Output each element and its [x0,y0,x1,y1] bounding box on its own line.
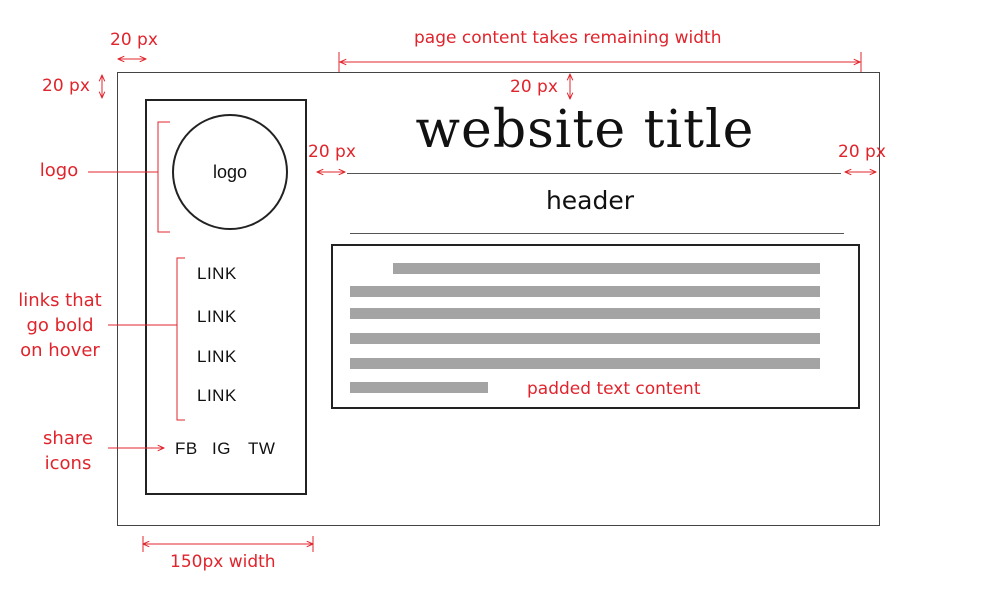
share-note-line-1: share [43,428,93,449]
sidebar-link-3[interactable]: LINK [197,347,237,366]
text-placeholder-line [350,286,820,297]
links-note-line-1: links that [18,290,102,311]
sidebar-link-4[interactable]: LINK [197,386,237,405]
text-placeholder-line [393,263,820,274]
title-top-margin-note: 20 px [510,77,558,97]
website-title: website title [415,100,755,160]
logo-text: logo [212,161,248,182]
sidebar-width-note: 150px width [170,552,276,572]
top-margin-note: 20 px [42,76,90,96]
instagram-share-icon[interactable]: IG [212,439,231,458]
logo[interactable]: logo [172,114,288,230]
title-divider [347,173,841,174]
facebook-share-icon[interactable]: FB [175,439,198,458]
text-placeholder-line [350,358,820,369]
page-width-note: page content takes remaining width [414,28,722,48]
left-gap-note: 20 px [308,142,356,162]
page-outline [117,72,880,526]
header-divider [350,233,844,234]
padded-text-note: padded text content [527,379,701,399]
share-note: share icons [28,426,108,476]
content-box [331,244,860,409]
text-placeholder-line [350,308,820,319]
text-placeholder-line [350,333,820,344]
links-note-line-3: on hover [20,340,100,361]
left-margin-note: 20 px [110,30,158,50]
sidebar-link-1[interactable]: LINK [197,264,237,283]
sidebar-link-2[interactable]: LINK [197,307,237,326]
links-note: links that go bold on hover [10,288,110,363]
text-placeholder-line [350,382,488,393]
header-text: header [545,186,635,215]
right-gap-note: 20 px [838,142,886,162]
links-note-line-2: go bold [26,315,94,336]
sidebar [145,99,307,495]
share-note-line-2: icons [44,453,92,474]
logo-note: logo [39,160,79,181]
twitter-share-icon[interactable]: TW [248,439,276,458]
